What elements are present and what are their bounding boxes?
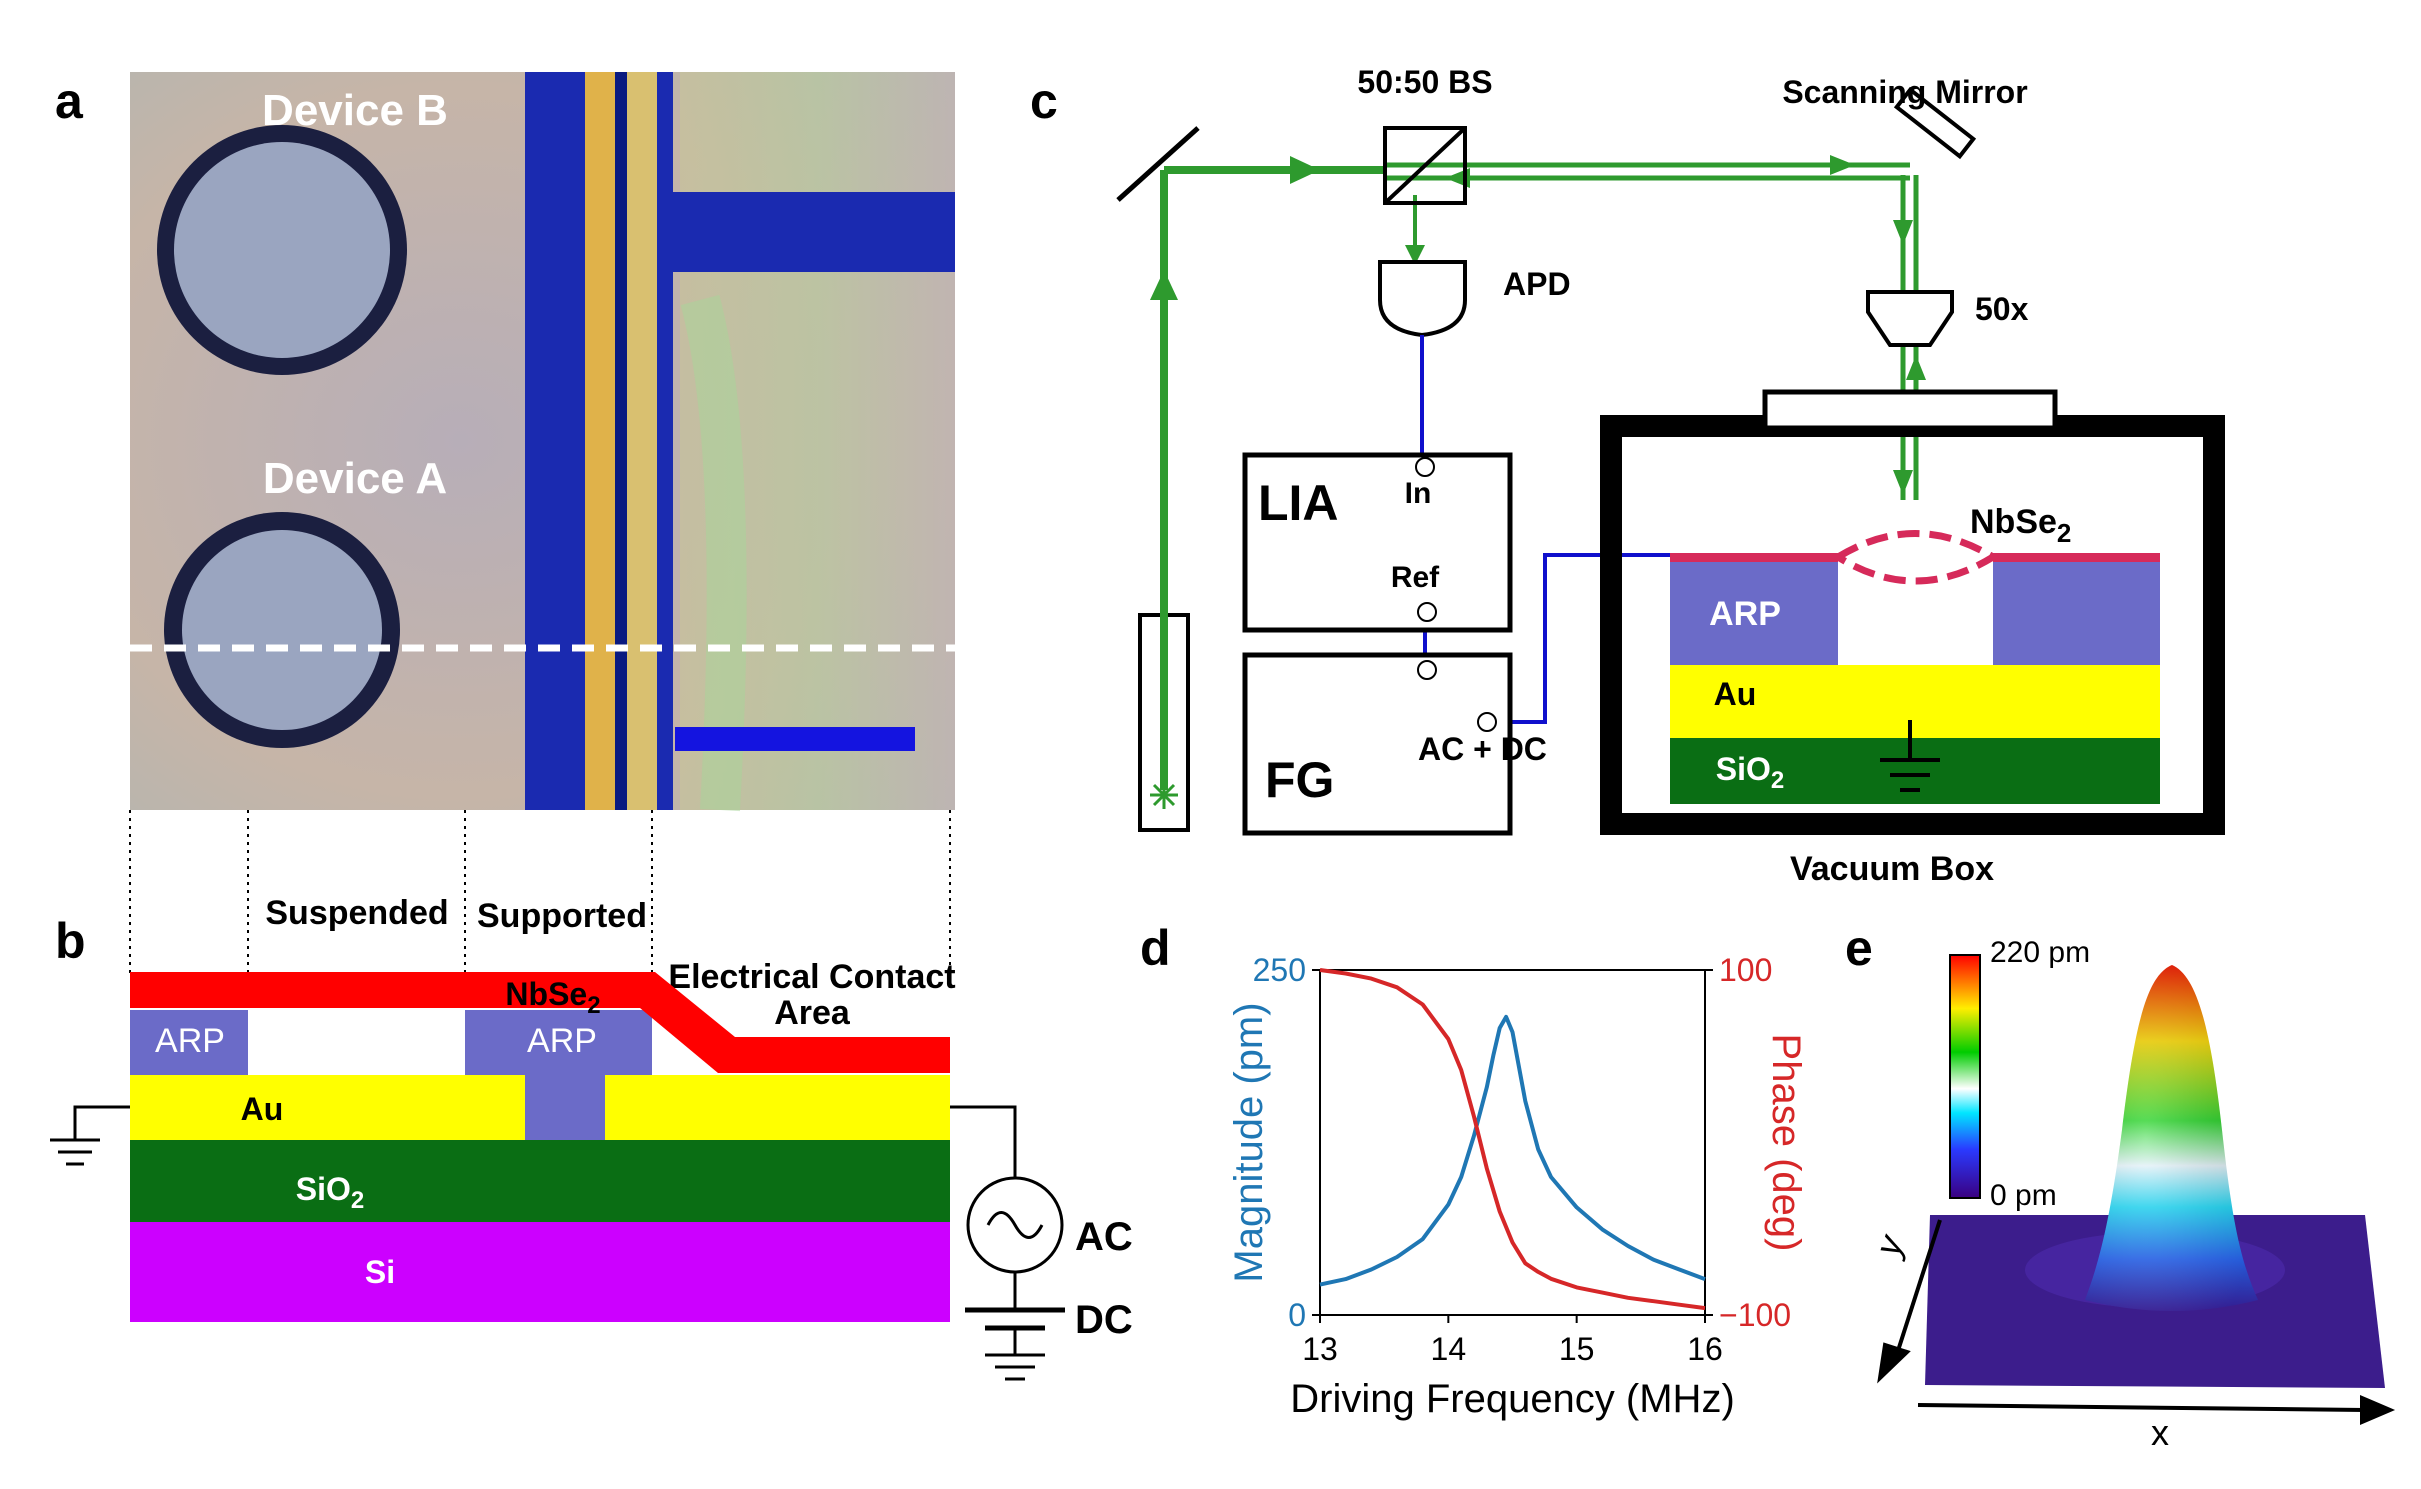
y-left-tick-label: 250 [1253,952,1306,988]
axis-x-label: x [2151,1412,2169,1453]
panel-a: a Device B Device A [55,72,955,812]
y-right-tick-label: −100 [1719,1297,1791,1333]
lia-ref-port [1417,602,1437,622]
layer-sio2 [130,1140,950,1222]
fg-ref-port [1417,660,1437,680]
x-tick-label: 14 [1431,1331,1467,1367]
lia-ref-label: Ref [1391,561,1440,594]
panel-letter-c: c [1030,73,1058,129]
c-layer-arp-left [1670,560,1838,665]
vacuum-box [1600,389,2225,835]
vacuum-window [1762,389,2058,431]
panel-e: e 220 pm 0 pm y x [1845,920,2396,1453]
layer-arp-left [130,1010,248,1075]
colorbar-min: 0 pm [1990,1179,2057,1212]
x-tick-label: 15 [1559,1331,1595,1367]
lia-label: LIA [1258,475,1339,531]
arp-mid-label: ARP [527,1022,597,1060]
ac-label: AC [1075,1215,1133,1259]
nbse2-label: NbSe2 [505,976,600,1019]
region-supported: Supported [477,897,647,935]
panel-letter-b: b [55,913,86,969]
layer-nbse2 [130,972,950,1073]
arp-left-label: ARP [155,1022,225,1060]
y-left-axis-label: Magnitude (pm) [1227,1002,1271,1282]
axis-y-label: y [1866,1229,1912,1264]
lia-box [1242,452,1513,633]
si-label: Si [365,1254,395,1290]
magnitude-line [1319,1014,1706,1287]
scanning-mirror [1893,86,1977,160]
panel-letter-a: a [55,73,84,129]
fg-box [1242,652,1513,836]
panel-letter-e: e [1845,920,1873,976]
c-au-label: Au [1714,676,1757,712]
optical-micrograph [130,72,955,812]
layer-si [130,1222,950,1322]
x-tick-label: 13 [1302,1331,1338,1367]
device-b-label: Device B [262,86,448,135]
fold-mirror [1116,126,1200,202]
ground-symbol-left [50,1105,130,1166]
c-layer-au [1670,665,2160,738]
scanning-mirror-label: Scanning Mirror [1782,74,2027,110]
device-a-label: Device A [263,454,447,503]
c-layer-arp-right [1993,560,2160,665]
plot-frame [1319,969,1706,1316]
objective-lens [1866,290,1954,347]
c-membrane-suspended [1831,530,2000,585]
c-nbse2-label: NbSe2 [1970,503,2071,548]
panel-letter-d: d [1140,920,1171,976]
c-layer-sio2 [1670,738,2160,804]
vacuum-box-label: Vacuum Box [1790,850,1994,888]
c-ground-icon [1880,720,1940,792]
x-axis-label: Driving Frequency (MHz) [1290,1377,1735,1421]
au-label: Au [241,1091,284,1127]
beamsplitter-label: 50:50 BS [1357,64,1492,100]
fg-label: FG [1265,752,1334,808]
scale-bar [675,727,915,751]
sio2-label: SiO2 [296,1171,364,1214]
region-suspended: Suspended [265,894,448,932]
fg-output-label: AC + DC [1418,731,1547,767]
surface-axes [1877,1219,2396,1426]
region-contact-line2: Area [774,994,851,1032]
layer-arp-mid [465,1010,652,1075]
apd-label: APD [1503,266,1571,302]
region-contact-line1: Electrical Contact [668,958,955,996]
layer-arp-gap [525,1075,605,1140]
x-tick-label: 16 [1687,1331,1723,1367]
lia-in-port [1415,457,1435,477]
c-arp-label: ARP [1709,595,1781,633]
guide-lines [129,810,951,975]
c-sio2-label: SiO2 [1716,751,1784,794]
colorbar [1949,954,1981,1199]
phase-line [1319,968,1706,1311]
panel-c: c [1030,64,2225,888]
beamsplitter [1383,126,1467,205]
lia-in-label: In [1405,477,1432,510]
c-membrane-left [1670,553,1838,562]
beam-arrows [1150,155,1926,495]
y-left-tick-label: 0 [1288,1297,1306,1333]
layer-au-right [605,1075,950,1140]
panel-b: b Suspended Supported Electrical Contact… [50,810,1133,1381]
objective-label: 50x [1975,291,2029,327]
dc-label: DC [1075,1298,1133,1342]
ac-dc-source [950,1105,1065,1381]
layer-au-left [130,1075,525,1140]
fg-output-port [1477,712,1497,732]
y-right-axis-label: Phase (deg) [1764,1034,1808,1252]
colorbar-max: 220 pm [1990,936,2090,969]
y-right-tick-label: 100 [1719,952,1772,988]
c-membrane-right [1993,553,2160,562]
apd-detector [1378,260,1467,338]
